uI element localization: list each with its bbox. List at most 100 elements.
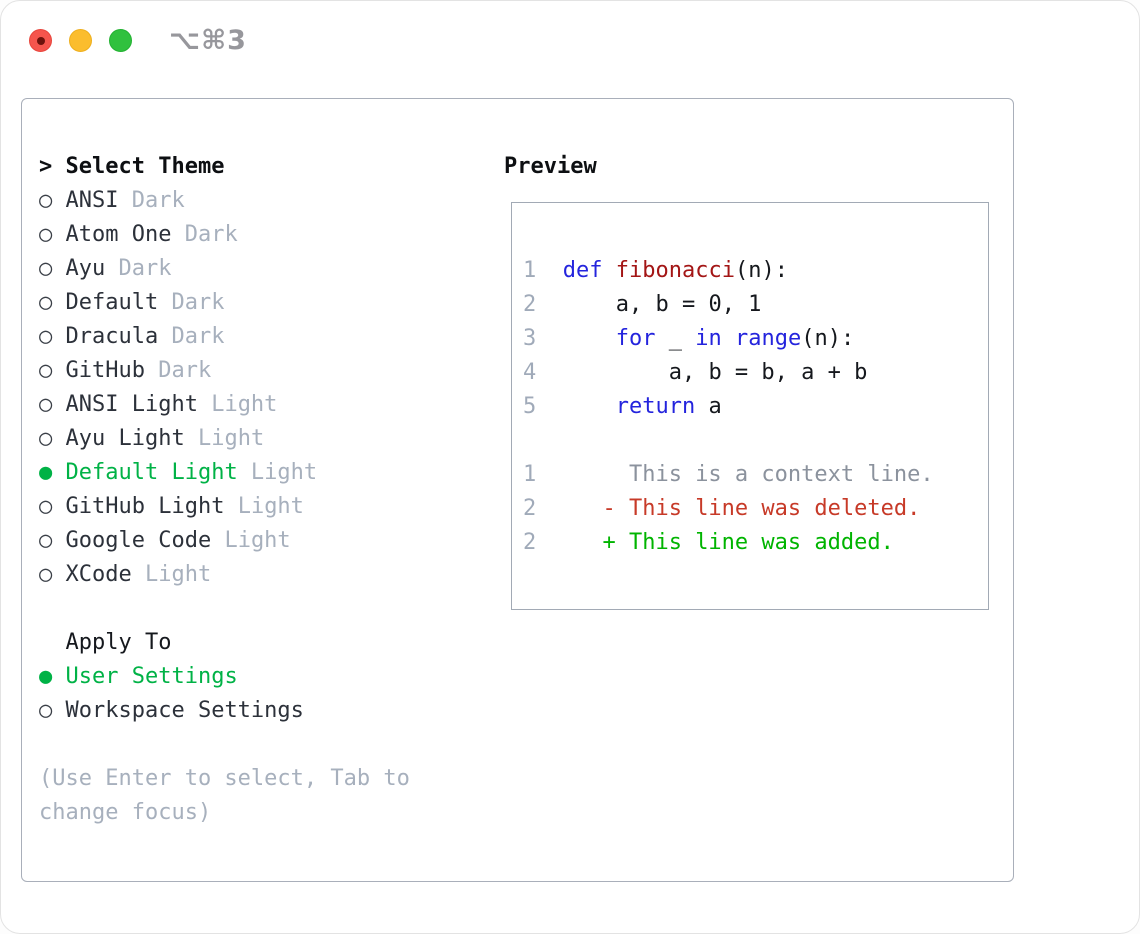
titlebar: ⌥⌘3 xyxy=(1,1,1139,79)
code-segment-kw: in xyxy=(695,326,722,351)
radio-icon: ○ xyxy=(39,698,66,723)
theme-option-variant: Dark xyxy=(158,290,225,315)
apply-option-user-settings[interactable]: ● User Settings xyxy=(39,660,410,694)
theme-option-variant: Light xyxy=(184,426,265,451)
theme-option-variant: Light xyxy=(131,562,212,587)
radio-icon: ○ xyxy=(39,358,66,383)
theme-picker-column: > Select Theme○ ANSI Dark○ Atom One Dark… xyxy=(39,150,410,830)
theme-option-name: GitHub xyxy=(65,358,145,383)
preview-line-3: 3 for _ in range(n): xyxy=(523,322,988,356)
code-segment-del: - This line was deleted. xyxy=(536,496,921,521)
code-segment-code xyxy=(563,394,616,419)
theme-option-github-light[interactable]: ○ GitHub Light Light xyxy=(39,490,410,524)
theme-list-header: > Select Theme xyxy=(39,150,410,184)
radio-icon: ○ xyxy=(39,392,66,417)
theme-option-variant: Light xyxy=(237,460,318,485)
theme-list-header-label: Select Theme xyxy=(65,154,225,179)
theme-option-variant: Light xyxy=(197,392,278,417)
code-segment-code: a, b = b, a + b xyxy=(562,360,868,385)
theme-option-name: Atom One xyxy=(65,222,172,247)
code-segment-fn: fibonacci xyxy=(615,258,735,283)
code-segment-add: + This line was added. xyxy=(536,530,894,555)
theme-option-dracula[interactable]: ○ Dracula Dark xyxy=(39,320,410,354)
code-segment-code: _ xyxy=(655,326,696,351)
radio-icon: ○ xyxy=(39,528,66,553)
radio-icon: ○ xyxy=(39,562,66,587)
radio-icon: ○ xyxy=(39,188,66,213)
apply-option-workspace-settings[interactable]: ○ Workspace Settings xyxy=(39,694,410,728)
minimize-button[interactable] xyxy=(69,29,92,52)
theme-option-ansi[interactable]: ○ ANSI Dark xyxy=(39,184,410,218)
apply-option-name: User Settings xyxy=(65,664,238,689)
radio-icon: ○ xyxy=(39,324,66,349)
theme-option-name: Google Code xyxy=(65,528,212,553)
radio-icon: ○ xyxy=(39,222,66,247)
theme-option-name: ANSI xyxy=(65,188,119,213)
preview-line-2: 2 a, b = 0, 1 xyxy=(523,288,988,322)
code-segment-num: 5 xyxy=(523,394,563,419)
theme-option-name: Default Light xyxy=(65,460,238,485)
code-segment-num: 2 xyxy=(523,496,537,521)
code-segment-num: 4 xyxy=(523,360,563,385)
preview-line-4: 4 a, b = b, a + b xyxy=(523,356,988,390)
radio-icon: ○ xyxy=(39,494,66,519)
theme-option-name: Dracula xyxy=(65,324,159,349)
theme-option-name: ANSI Light xyxy=(65,392,198,417)
preview-line-1: 1 def fibonacci(n): xyxy=(523,254,988,288)
theme-option-default[interactable]: ○ Default Dark xyxy=(39,286,410,320)
zoom-button[interactable] xyxy=(109,29,132,52)
code-segment-kw: return xyxy=(615,394,696,419)
theme-option-github[interactable]: ○ GitHub Dark xyxy=(39,354,410,388)
theme-option-google-code[interactable]: ○ Google Code Light xyxy=(39,524,410,558)
preview-line-9: 2 + This line was added. xyxy=(523,526,988,560)
code-segment-code: a, b = 0, 1 xyxy=(562,292,762,317)
theme-option-atom-one[interactable]: ○ Atom One Dark xyxy=(39,218,410,252)
theme-option-xcode[interactable]: ○ XCode Light xyxy=(39,558,410,592)
prompt-caret-icon: > xyxy=(39,154,66,179)
radio-selected-icon: ● xyxy=(39,664,66,689)
radio-icon: ○ xyxy=(39,426,66,451)
code-segment-kw: def xyxy=(562,258,603,283)
theme-option-ayu-light[interactable]: ○ Ayu Light Light xyxy=(39,422,410,456)
theme-option-name: Ayu Light xyxy=(65,426,185,451)
code-segment-code: a xyxy=(695,394,722,419)
indent xyxy=(39,630,66,655)
code-segment-num: 3 xyxy=(523,326,563,351)
radio-icon: ○ xyxy=(39,256,66,281)
theme-option-ayu[interactable]: ○ Ayu Dark xyxy=(39,252,410,286)
apply-to-label: Apply To xyxy=(65,630,172,655)
theme-option-variant: Light xyxy=(224,494,304,519)
theme-option-variant: Light xyxy=(211,528,291,553)
theme-option-name: XCode xyxy=(65,562,132,587)
theme-option-variant: Dark xyxy=(171,222,238,247)
theme-option-default-light[interactable]: ● Default Light Light xyxy=(39,456,410,490)
radio-icon: ○ xyxy=(39,290,66,315)
window-title: ⌥⌘3 xyxy=(169,25,247,56)
preview-line-8: 2 - This line was deleted. xyxy=(523,492,988,526)
close-button[interactable] xyxy=(29,29,52,52)
theme-option-ansi-light[interactable]: ○ ANSI Light Light xyxy=(39,388,410,422)
code-segment-ctx: This is a context line. xyxy=(536,462,934,487)
theme-option-variant: Dark xyxy=(118,188,185,213)
theme-option-variant: Dark xyxy=(105,256,172,281)
code-segment-kw: range xyxy=(734,326,802,351)
code-segment-code xyxy=(563,326,616,351)
code-segment-num: 2 xyxy=(523,530,537,555)
theme-option-variant: Dark xyxy=(144,358,212,383)
spacer xyxy=(39,592,410,626)
preview-title: Preview xyxy=(504,154,597,179)
spacer xyxy=(39,728,410,762)
code-segment-kw: for xyxy=(615,326,656,351)
radio-selected-icon: ● xyxy=(39,460,66,485)
record-dot-icon xyxy=(37,37,45,45)
theme-picker-panel: > Select Theme○ ANSI Dark○ Atom One Dark… xyxy=(21,98,1014,882)
hint-text-line-1: (Use Enter to select, Tab to xyxy=(39,766,410,791)
apply-to-header: Apply To xyxy=(39,626,410,660)
preview-line-7: 1 This is a context line. xyxy=(523,458,988,492)
theme-option-name: Default xyxy=(65,290,159,315)
preview-line-5: 5 return a xyxy=(523,390,988,424)
theme-option-variant: Dark xyxy=(158,324,225,349)
apply-option-name: Workspace Settings xyxy=(65,698,304,723)
